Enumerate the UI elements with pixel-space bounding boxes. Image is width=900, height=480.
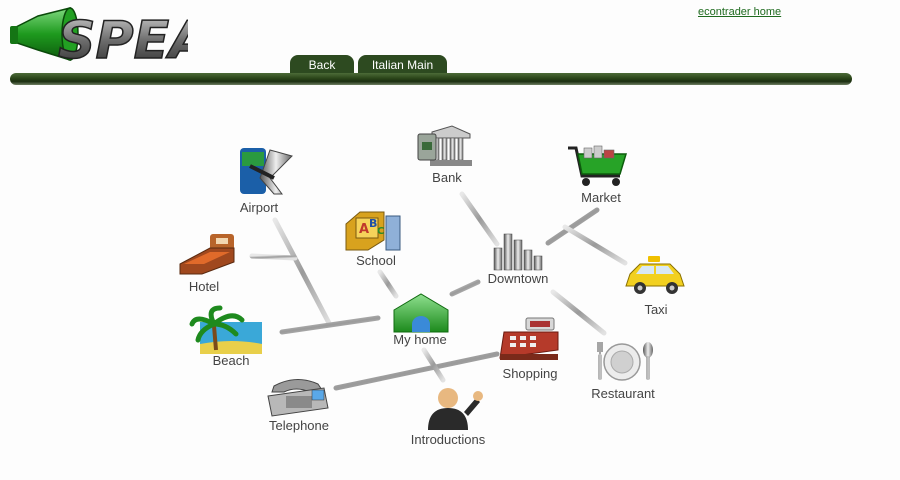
connector-school (377, 269, 399, 299)
connector-airport (272, 217, 333, 328)
downtown-label[interactable]: Downtown (487, 271, 549, 286)
shopping-label[interactable]: Shopping (502, 366, 558, 381)
taxi-icon[interactable] (625, 256, 685, 294)
abc-blocks-icon[interactable]: A B C (345, 211, 401, 251)
connector-beach (279, 315, 381, 335)
taxi-label[interactable]: Taxi (644, 302, 668, 317)
school-label[interactable]: School (356, 253, 396, 268)
market-label[interactable]: Market (581, 190, 621, 205)
person-waving-icon[interactable] (428, 388, 483, 430)
airplane-icon[interactable] (240, 148, 293, 195)
connector-telephone-shopping (333, 351, 500, 391)
svg-text:B: B (369, 217, 377, 230)
introductions-label[interactable]: Introductions (410, 432, 486, 447)
svg-text:A: A (359, 222, 369, 237)
header-divider-bar (10, 73, 852, 85)
connector-market (545, 207, 600, 246)
bank-label[interactable]: Bank (432, 170, 462, 185)
beach-label[interactable]: Beach (212, 353, 250, 368)
svg-text:C: C (377, 226, 384, 237)
bed-icon[interactable] (179, 234, 235, 275)
italian-main-tab[interactable]: Italian Main (358, 55, 447, 75)
connector-introductions (421, 347, 446, 383)
econtrader-home-link[interactable]: econtrader home (698, 6, 782, 18)
my-home-label[interactable]: My home (393, 332, 447, 347)
shopping-cart-icon[interactable] (568, 145, 628, 186)
connector-taxi (562, 224, 628, 266)
hotel-label[interactable]: Hotel (188, 279, 220, 294)
skyline-icon[interactable] (493, 233, 543, 271)
airport-label[interactable]: Airport (239, 200, 279, 215)
connector-restaurant (550, 289, 607, 336)
plate-cutlery-icon[interactable] (597, 342, 653, 381)
telephone-icon[interactable] (267, 379, 329, 417)
telephone-label[interactable]: Telephone (269, 418, 329, 433)
cash-register-icon[interactable] (499, 317, 559, 360)
back-tab[interactable]: Back (290, 55, 354, 75)
connector-bank (459, 191, 500, 247)
connector-hotel (249, 253, 298, 261)
restaurant-label[interactable]: Restaurant (591, 386, 655, 401)
connector-lines (249, 191, 628, 391)
logo-text: SPEAK (58, 11, 188, 68)
speak-logo: SPEAK (10, 7, 188, 68)
house-icon[interactable] (393, 293, 449, 333)
palm-tree-icon[interactable] (189, 305, 262, 354)
connector-downtown-home (449, 279, 481, 297)
bank-icon[interactable] (417, 125, 472, 166)
